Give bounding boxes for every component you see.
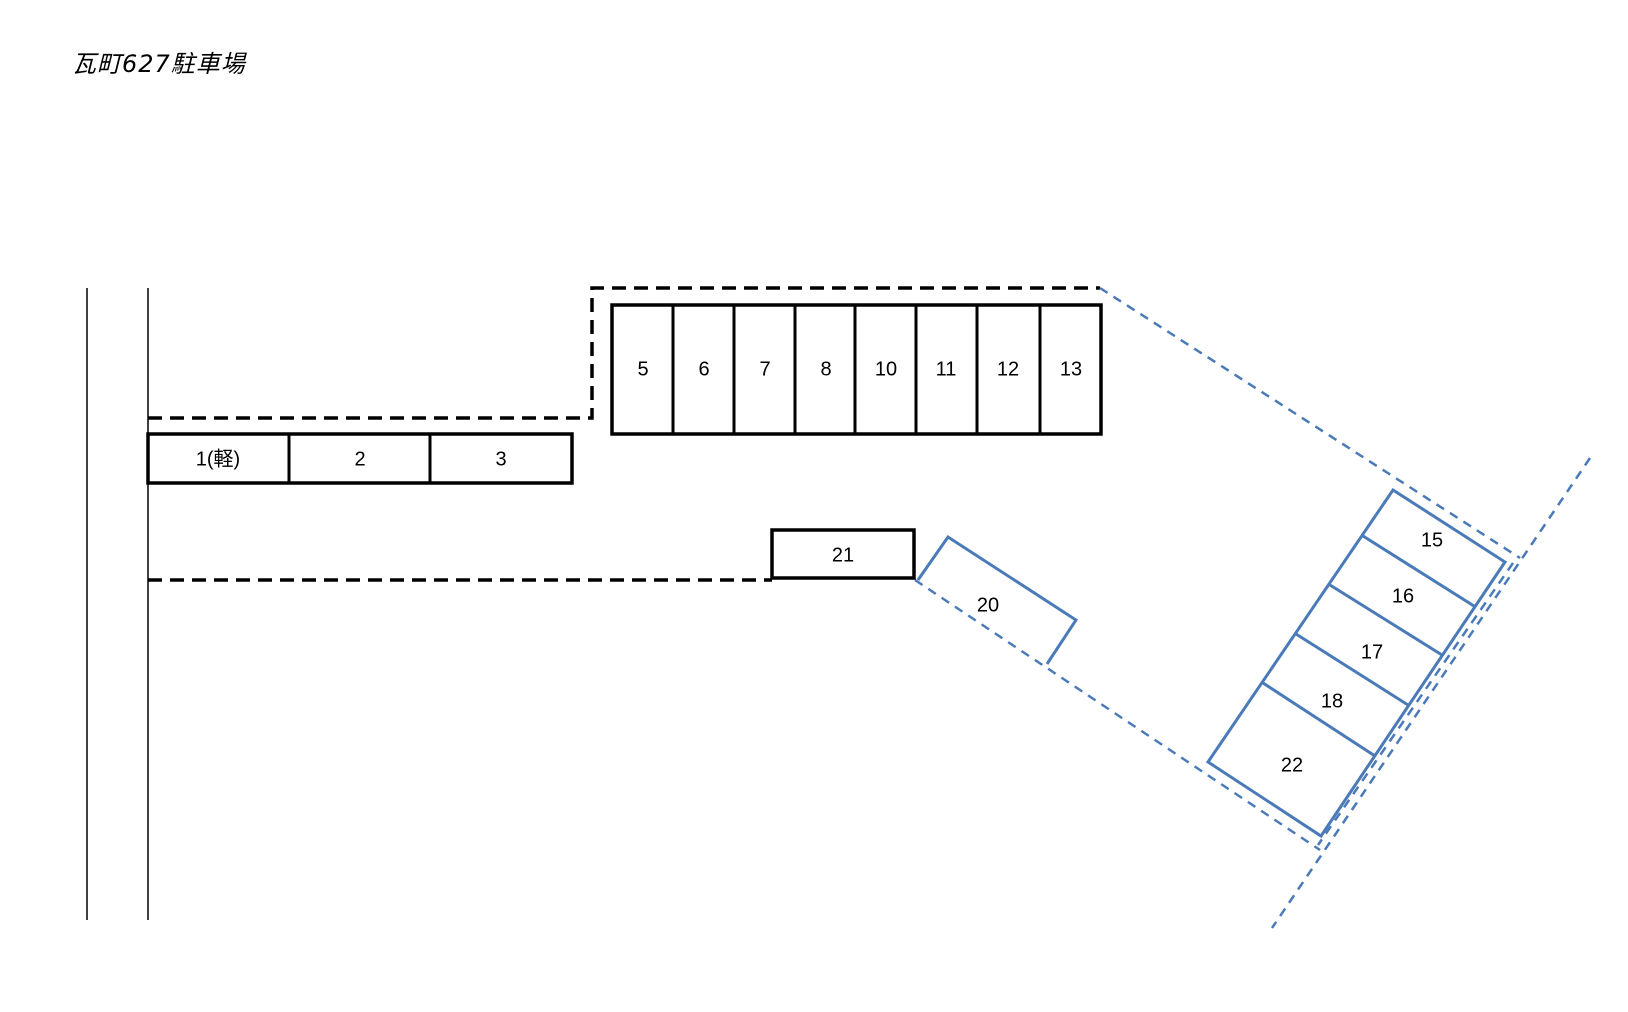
blue-boundary-dashed	[1270, 457, 1592, 929]
space-label: 22	[1281, 754, 1303, 776]
space-stack-diagonal: 15 16 17 18 22	[1205, 487, 1508, 839]
lot-boundary-dashed	[148, 286, 1100, 420]
space-label: 21	[832, 544, 854, 566]
space-label: 11	[936, 358, 957, 380]
space-label: 17	[1361, 641, 1383, 663]
space-row-upper: 5 6 7 8 10 11 12 13	[610, 303, 1103, 436]
space-label: 5	[637, 358, 648, 380]
space-divider	[1262, 681, 1376, 758]
space-label: 7	[759, 358, 770, 380]
space-label: 16	[1392, 585, 1414, 607]
space-label: 18	[1321, 690, 1343, 712]
space-label: 2	[354, 448, 365, 470]
space-label: 6	[698, 358, 709, 380]
space-label: 20	[977, 594, 999, 616]
space-label: 15	[1421, 529, 1443, 551]
space-21: 21	[770, 528, 916, 580]
space-divider	[1362, 534, 1475, 608]
space-label: 13	[1060, 358, 1082, 380]
space-label: 1(軽)	[196, 447, 240, 470]
space-20: 20	[916, 534, 1079, 665]
space-divider	[1329, 583, 1443, 657]
space-label: 8	[820, 358, 831, 380]
blue-boundary-dashed	[1099, 286, 1521, 560]
space-label: 3	[495, 448, 506, 470]
space-outline	[916, 534, 1079, 665]
blue-boundary-dashed	[914, 578, 1321, 852]
space-label: 12	[997, 358, 1019, 380]
space-outline	[1205, 487, 1508, 839]
space-outline	[770, 528, 916, 580]
blue-boundary-dashed	[1316, 562, 1515, 846]
space-divider	[1295, 632, 1409, 707]
space-outline	[146, 432, 574, 485]
page-title: 瓦町627駐車場	[72, 50, 246, 78]
space-label: 10	[875, 358, 897, 380]
space-row-left: 1(軽) 2 3	[146, 432, 574, 485]
